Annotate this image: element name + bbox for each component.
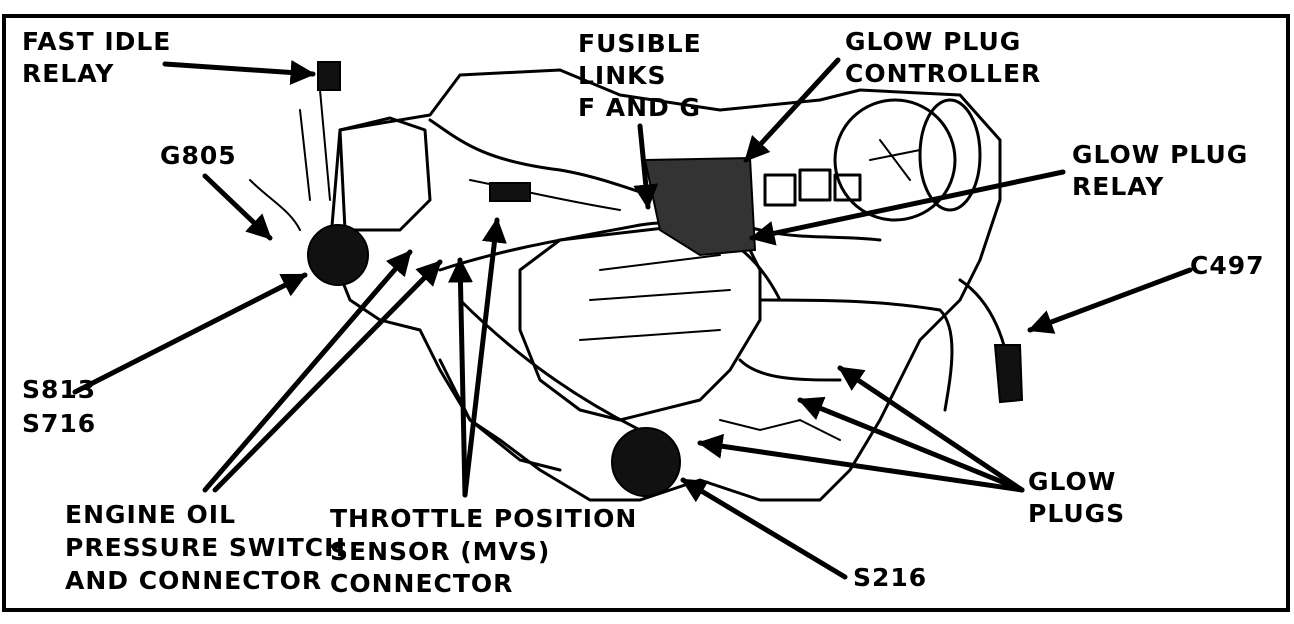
diagram-frame — [2, 14, 1290, 612]
fusible-link-connector — [489, 182, 531, 202]
glow-plug-controller-label-line1: GLOW PLUG — [845, 27, 1021, 56]
s813-label: S813 — [22, 375, 96, 404]
c497-label: C497 — [1190, 251, 1265, 280]
throttle-position-label-line1: THROTTLE POSITION — [330, 504, 637, 533]
fusible-links-label-line3: F AND G — [578, 93, 701, 122]
throttle-position-label-line3: CONNECTOR — [330, 569, 513, 598]
fast-idle-relay-label-line2: RELAY — [22, 59, 114, 88]
s716-label: S716 — [22, 409, 96, 438]
fast-idle-relay-body — [317, 61, 341, 91]
glow-plug-relay-label-line1: GLOW PLUG — [1072, 140, 1248, 169]
glow-plug-controller-label-line2: CONTROLLER — [845, 59, 1041, 88]
engine-oil-label-line1: ENGINE OIL — [65, 500, 236, 529]
glow-plugs-label-line1: GLOW — [1028, 467, 1116, 496]
g805-label: G805 — [160, 141, 237, 170]
engine-oil-label-line2: PRESSURE SWITCH — [65, 533, 346, 562]
callout-arrows — [72, 57, 1193, 580]
throttle-position-label-line2: SENSOR (MVS) — [330, 537, 550, 566]
s813-s716-splice-blob — [307, 224, 369, 286]
s216-label: S216 — [853, 563, 927, 592]
fusible-links-label-line2: LINKS — [578, 61, 667, 90]
component-blobs — [307, 61, 757, 497]
glow-plug-controller-body — [643, 156, 757, 257]
callout-labels: FAST IDLE RELAY G805 FUSIBLE LINKS F AND… — [22, 27, 1265, 598]
fast-idle-relay-label-line1: FAST IDLE — [22, 27, 171, 56]
fusible-links-label-line1: FUSIBLE — [578, 29, 702, 58]
glow-plugs-label-line2: PLUGS — [1028, 499, 1125, 528]
s216-splice-blob — [611, 427, 681, 497]
engine-oil-label-line3: AND CONNECTOR — [65, 566, 322, 595]
glow-plug-relay-label-line2: RELAY — [1072, 172, 1164, 201]
